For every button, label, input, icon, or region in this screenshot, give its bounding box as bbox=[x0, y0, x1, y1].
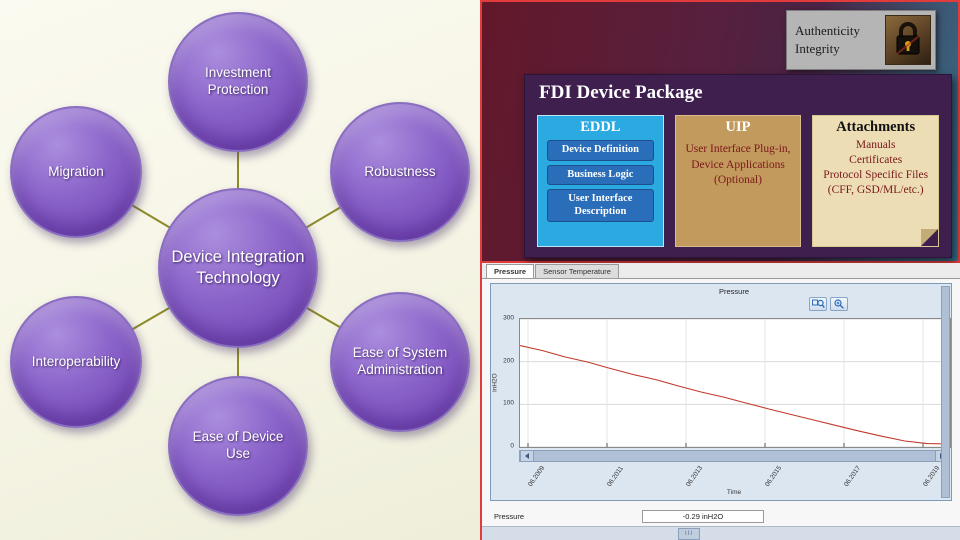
attachment-line: Certificates bbox=[849, 153, 903, 166]
page-fold-icon bbox=[921, 229, 939, 246]
authenticity-badge: Authenticity Integrity bbox=[786, 10, 936, 70]
tab-sensor-temperature[interactable]: Sensor Temperature bbox=[535, 264, 619, 278]
chart-title: Pressure bbox=[718, 287, 749, 296]
eddl-item-business-logic: Business Logic bbox=[547, 164, 654, 186]
fdi-columns: EDDL Device Definition Business Logic Us… bbox=[537, 115, 940, 247]
magnifier-icon bbox=[834, 299, 844, 309]
node-ease-of-system-administration: Ease of System Administration bbox=[330, 292, 470, 432]
tab-pressure[interactable]: Pressure bbox=[486, 264, 535, 278]
vertical-scrollbar[interactable] bbox=[941, 286, 950, 498]
pressure-trend-app: Pressure Sensor Temperature Pressure bbox=[480, 263, 960, 540]
uip-body-text: User Interface Plug-in, Device Applicati… bbox=[685, 143, 791, 187]
node-robustness: Robustness bbox=[330, 102, 470, 242]
attachments-column: Attachments Manuals Certificates Protoco… bbox=[812, 115, 940, 247]
uip-header: UIP bbox=[725, 119, 751, 135]
authenticity-text: Authenticity Integrity bbox=[787, 22, 885, 57]
pressure-plot bbox=[519, 318, 951, 448]
chart-panel: Pressure bbox=[490, 283, 952, 501]
scrollbar-grip[interactable]: III bbox=[678, 528, 700, 540]
eddl-header: EDDL bbox=[580, 119, 621, 135]
scroll-left-button[interactable] bbox=[520, 450, 534, 462]
node-label: Interoperability bbox=[31, 353, 121, 369]
eddl-item-device-definition: Device Definition bbox=[547, 140, 654, 161]
eddl-item-user-interface-description: User Interface Description bbox=[547, 189, 654, 223]
integrity-line: Integrity bbox=[795, 41, 840, 56]
zoom-region-icon bbox=[811, 299, 825, 309]
node-ease-of-device-use: Ease of Device Use bbox=[168, 376, 308, 516]
fdi-package-panel: Authenticity Integrity FDI Device Packag… bbox=[480, 0, 960, 263]
node-center-device-integration: Device Integration Technology bbox=[158, 188, 318, 348]
node-label: Robustness bbox=[364, 163, 436, 179]
node-label: Ease of Device Use bbox=[192, 429, 284, 461]
attachment-line: Protocol Specific Files (CFF, GSD/ML/etc… bbox=[823, 168, 929, 196]
status-row: Pressure -0.29 inH2O bbox=[482, 509, 960, 523]
node-interoperability: Interoperability bbox=[10, 296, 142, 428]
eddl-column: EDDL Device Definition Business Logic Us… bbox=[537, 115, 664, 247]
padlock-icon bbox=[885, 15, 931, 65]
zoom-region-button[interactable] bbox=[809, 297, 827, 311]
node-label: Investment Protection bbox=[204, 65, 272, 97]
status-parameter-label: Pressure bbox=[494, 511, 525, 521]
node-label: Migration bbox=[48, 163, 104, 179]
tab-bar: Pressure Sensor Temperature bbox=[482, 263, 960, 279]
pressure-value-field[interactable]: -0.29 inH2O bbox=[642, 509, 764, 523]
time-scrollbar[interactable] bbox=[519, 450, 950, 462]
uip-column: UIP User Interface Plug-in, Device Appli… bbox=[674, 115, 802, 247]
bottom-scrollbar[interactable]: III bbox=[482, 526, 960, 540]
node-investment-protection: Investment Protection bbox=[168, 12, 308, 152]
fdi-device-package-box: FDI Device Package EDDL Device Definitio… bbox=[524, 74, 952, 258]
authenticity-line: Authenticity bbox=[795, 23, 860, 39]
zoom-in-button[interactable] bbox=[830, 297, 848, 311]
node-migration: Migration bbox=[10, 106, 142, 238]
attachments-body: Manuals Certificates Protocol Specific F… bbox=[813, 136, 938, 198]
node-label: Ease of System Administration bbox=[352, 345, 448, 377]
device-integration-diagram: Investment Protection Migration Robustne… bbox=[0, 0, 480, 540]
zoom-toolbar bbox=[809, 297, 848, 311]
attachments-header: Attachments bbox=[836, 119, 916, 135]
attachment-line: Manuals bbox=[855, 139, 896, 151]
pressure-line-chart bbox=[520, 319, 950, 447]
x-axis-label: Time bbox=[726, 489, 742, 496]
node-label: Device Integration Technology bbox=[171, 248, 305, 287]
fdi-package-title: FDI Device Package bbox=[539, 82, 703, 103]
